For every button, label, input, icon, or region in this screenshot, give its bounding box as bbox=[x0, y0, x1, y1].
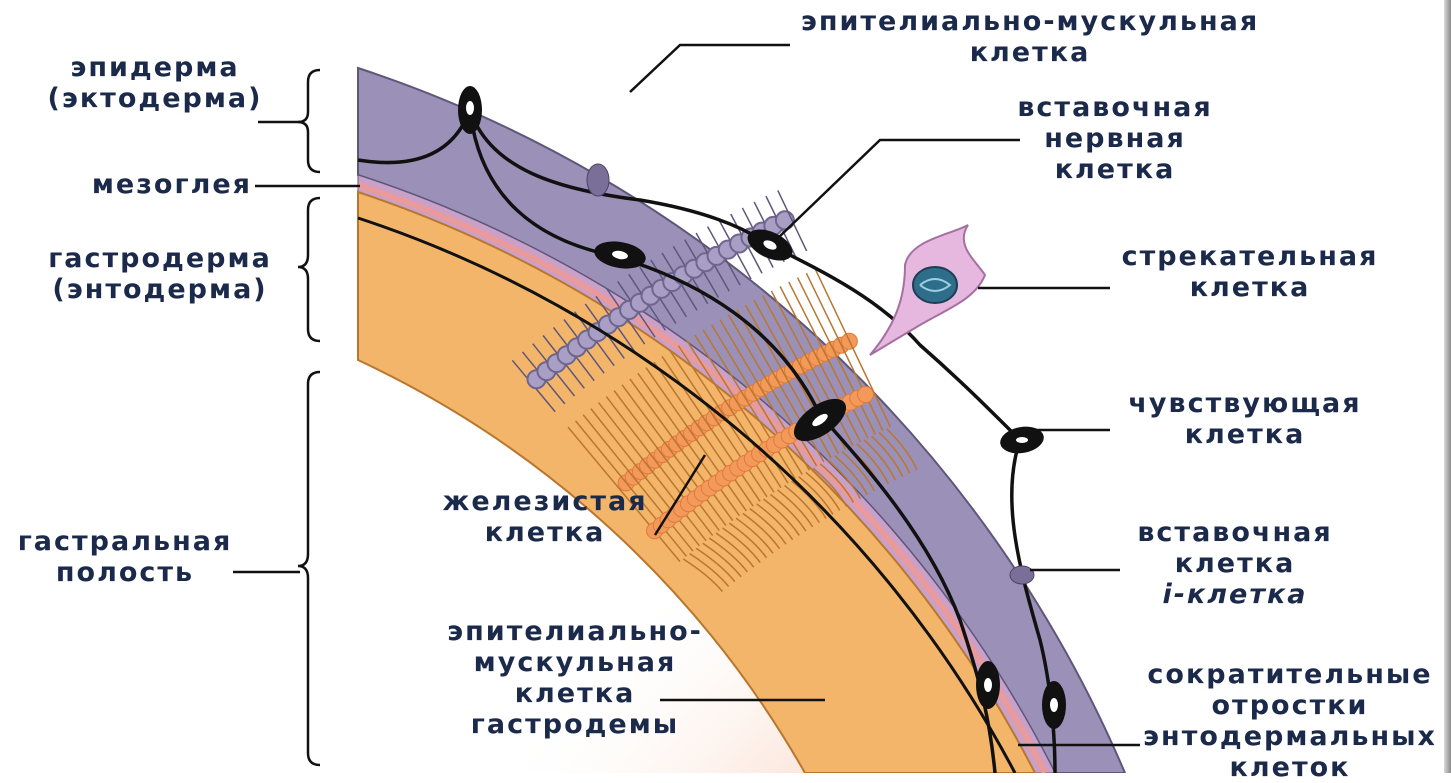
label-contractile-processes-line4: клеток bbox=[1135, 752, 1445, 783]
label-sensory-cell: чувствующая клетка bbox=[1110, 388, 1380, 450]
interneuron-small bbox=[587, 164, 609, 196]
label-contractile-processes-line3: энтодермальных bbox=[1135, 721, 1445, 752]
label-sensory-cell-line1: чувствующая bbox=[1110, 388, 1380, 419]
label-mesoglea: мезоглея bbox=[40, 169, 252, 200]
label-epithelial-muscle-cell: эпителиально-мускульная клетка bbox=[775, 6, 1285, 68]
label-cnidocyte: стрекательная клетка bbox=[1115, 241, 1385, 303]
label-interstitial-cell-line2: клетка bbox=[1120, 548, 1350, 579]
label-sensory-cell-line2: клетка bbox=[1110, 419, 1380, 450]
interstitial-cell bbox=[1010, 566, 1034, 584]
label-glandular-cell-line2: клетка bbox=[420, 517, 670, 548]
label-interneuron-line3: клетка bbox=[1000, 154, 1230, 185]
label-interstitial-cell-line3: i-клетка bbox=[1120, 579, 1350, 610]
label-gastral-cavity-line2: полость bbox=[5, 557, 245, 588]
label-epithelial-muscle-cell-line2: клетка bbox=[775, 37, 1285, 68]
label-cnidocyte-line2: клетка bbox=[1115, 272, 1385, 303]
label-interneuron-line1: вставочная bbox=[1000, 92, 1230, 123]
label-interstitial-cell-line1: вставочная bbox=[1120, 517, 1350, 548]
label-cnidocyte-line1: стрекательная bbox=[1115, 241, 1385, 272]
label-glandular-cell-line1: железистая bbox=[420, 486, 670, 517]
label-epithelial-muscle-cell-line1: эпителиально-мускульная bbox=[775, 6, 1285, 37]
label-interneuron-line2: нервная bbox=[1000, 123, 1230, 154]
label-gastrodermis-line1: гастродерма bbox=[35, 243, 285, 274]
label-epidermis: эпидерма (эктодерма) bbox=[40, 52, 270, 114]
label-contractile-processes: сократительные отростки энтодермальных к… bbox=[1135, 659, 1445, 783]
label-gastrodermis-line2: (энтодерма) bbox=[35, 274, 285, 305]
label-contractile-processes-line1: сократительные bbox=[1135, 659, 1445, 690]
label-epidermis-line1: эпидерма bbox=[40, 52, 270, 83]
label-glandular-cell: железистая клетка bbox=[420, 486, 670, 548]
label-gastrodermal-muscle-cell-line3: клетка bbox=[420, 678, 730, 709]
label-interneuron: вставочная нервная клетка bbox=[1000, 92, 1230, 185]
label-gastral-cavity: гастральная полость bbox=[5, 526, 245, 588]
endoderm-granule bbox=[858, 387, 874, 403]
label-epidermis-line2: (эктодерма) bbox=[40, 83, 270, 114]
label-gastrodermal-muscle-cell-line4: гастродемы bbox=[420, 709, 730, 740]
label-gastrodermal-muscle-cell-line2: мускульная bbox=[420, 647, 730, 678]
label-gastrodermis: гастродерма (энтодерма) bbox=[35, 243, 285, 305]
label-gastrodermal-muscle-cell-line1: эпителиально- bbox=[420, 616, 730, 647]
label-gastral-cavity-line1: гастральная bbox=[5, 526, 245, 557]
label-interstitial-cell: вставочная клетка i-клетка bbox=[1120, 517, 1350, 610]
cnidocyte-cell bbox=[870, 225, 985, 355]
label-mesoglea-text: мезоглея bbox=[40, 169, 252, 200]
label-contractile-processes-line2: отростки bbox=[1135, 690, 1445, 721]
label-gastrodermal-muscle-cell: эпителиально- мускульная клетка гастроде… bbox=[420, 616, 730, 740]
page-edge-shadow bbox=[1444, 0, 1451, 773]
